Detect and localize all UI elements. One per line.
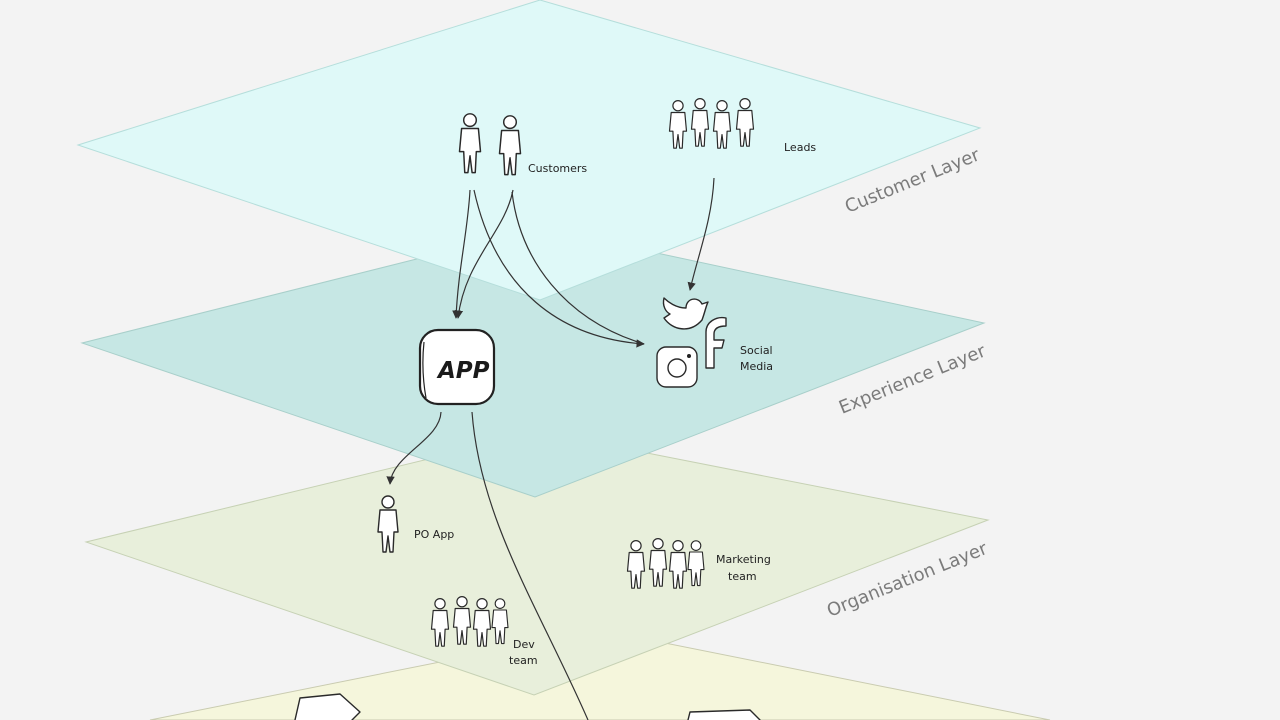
leads-label: Leads <box>784 141 816 154</box>
instagram-icon <box>656 346 698 388</box>
customers-node: Customers <box>458 113 587 176</box>
organisation-layer-plane <box>84 431 990 696</box>
po-app-label: PO App <box>414 528 454 541</box>
edge-customers-to-social-2 <box>511 191 645 345</box>
app-icon <box>418 328 496 406</box>
edge-app-to-bottom <box>471 411 589 720</box>
marketing-team-label-line2: team <box>728 570 757 583</box>
po-app-node: PO App <box>377 495 454 553</box>
app-label: APP <box>436 358 490 384</box>
bottom-left-sketch <box>294 693 361 720</box>
social-media-label-line2: Media <box>740 360 773 373</box>
app-node: APP <box>418 328 496 406</box>
dev-team-node: Dev team <box>430 596 538 667</box>
bottom-right-sketch <box>687 709 761 720</box>
leads-node: Leads <box>668 98 816 154</box>
social-media-label-line1: Social <box>740 344 773 357</box>
bottom-layer-plane <box>149 629 1051 720</box>
edge-customers-to-social <box>473 189 645 348</box>
dev-team-label-line2: team <box>509 654 538 667</box>
experience-layer-plane <box>80 227 986 498</box>
marketing-team-label-line1: Marketing <box>716 553 771 566</box>
customer-layer-plane <box>76 0 982 301</box>
twitter-icon <box>662 297 709 330</box>
edge-app-to-po-app <box>386 411 442 485</box>
dev-team-label-line1: Dev <box>513 638 535 651</box>
marketing-team-node: Marketing team <box>626 538 771 589</box>
edge-leads-to-social <box>687 177 715 291</box>
edge-customers-to-app <box>452 189 471 319</box>
social-media-node: Social Media <box>656 297 773 388</box>
customers-label: Customers <box>528 162 587 175</box>
facebook-icon <box>705 316 727 369</box>
edge-customers-to-app-2 <box>454 189 514 319</box>
